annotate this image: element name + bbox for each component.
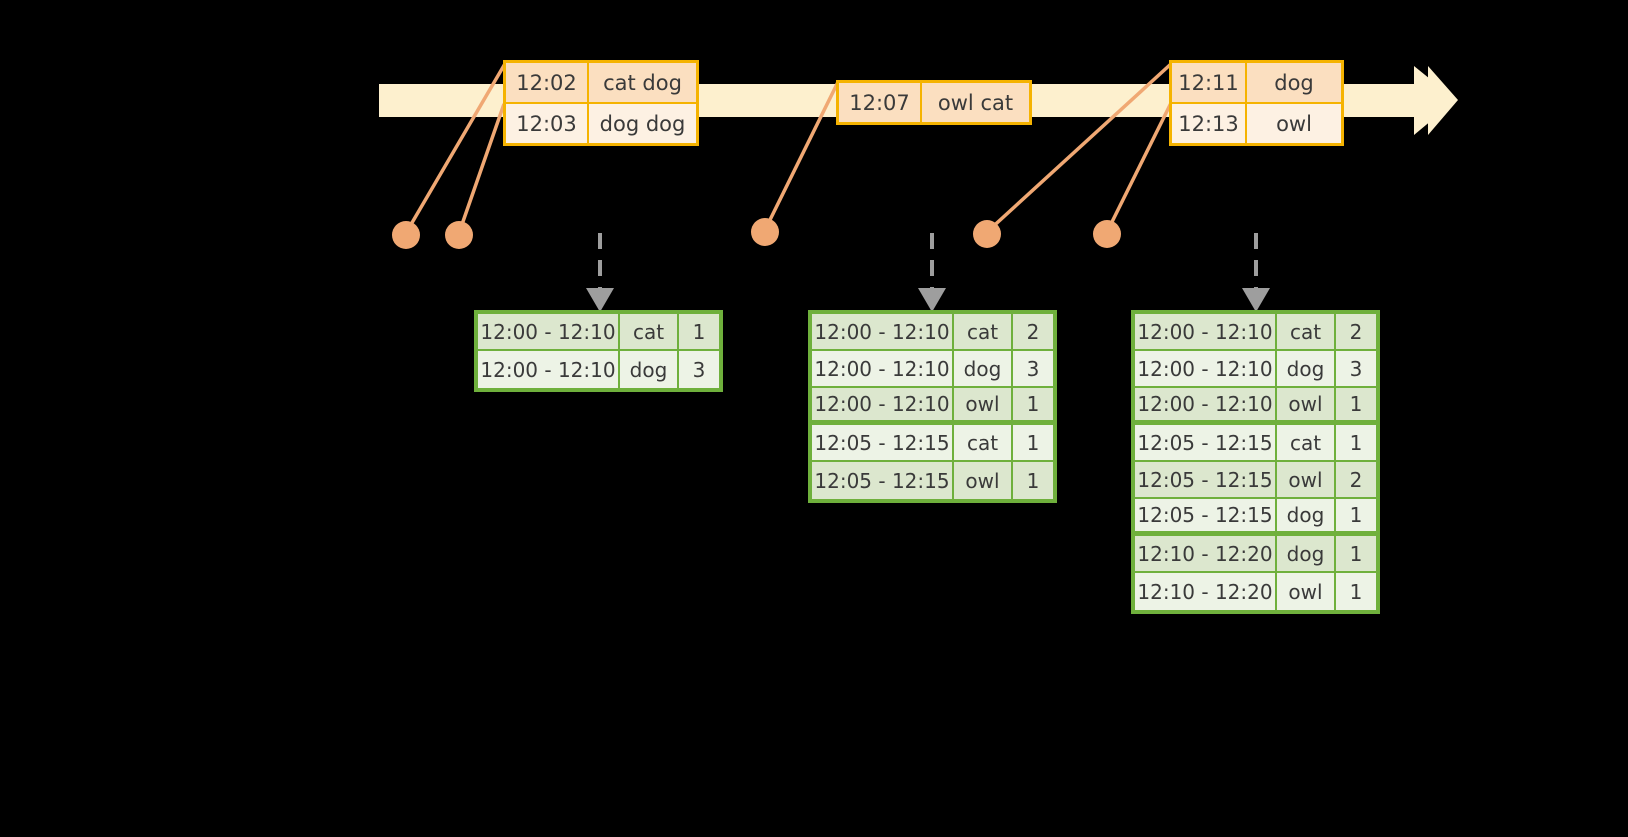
result-count-cell: 3: [1349, 356, 1363, 381]
result-word-cell: owl: [954, 388, 1013, 420]
result-count-cell: 3: [692, 357, 706, 382]
result-count-cell: 2: [1026, 319, 1040, 344]
result-window-cell: 12:05 - 12:15: [1135, 499, 1277, 531]
result-word-cell: dog: [954, 351, 1013, 386]
result-count-cell: 1: [1349, 579, 1363, 604]
result-word-cell: cat: [1277, 314, 1336, 349]
result-count-cell: 1: [1349, 541, 1363, 566]
result-window-cell: 12:10 - 12:20: [1135, 536, 1277, 571]
result-window-cell: 12:00 - 12:10: [1135, 351, 1277, 386]
result-word-cell: owl: [1277, 462, 1336, 497]
result-count-cell: 2: [1349, 319, 1363, 344]
event-words: dog dog: [599, 111, 686, 136]
result-window-cell: 12:10 - 12:20: [1135, 573, 1277, 610]
event-words: owl: [1276, 111, 1312, 136]
connector-line-1: [404, 61, 508, 234]
result-window-cell: 12:00 - 12:10: [1135, 388, 1277, 420]
result-window-cell: 12:00 - 12:10: [812, 314, 954, 349]
result-word-cell: dog: [1277, 499, 1336, 531]
result-arrowhead-2: [918, 288, 946, 312]
event-row[interactable]: 12:03 dog dog: [506, 102, 696, 143]
result-window-cell: 12:05 - 12:15: [1135, 462, 1277, 497]
result-window-cell: 12:00 - 12:10: [812, 351, 954, 386]
result-count-cell: 1: [1026, 430, 1040, 455]
event-words: cat dog: [603, 70, 682, 95]
result-arrowheads: [586, 288, 1270, 312]
result-count-cell: 1: [1349, 392, 1363, 416]
result-count-cell: 2: [1349, 467, 1363, 492]
event-dot-3: [751, 218, 779, 246]
result-arrowhead-1: [586, 288, 614, 312]
event-time: 12:11: [1172, 63, 1247, 102]
event-dot-1: [392, 221, 420, 249]
event-group-2[interactable]: 12:07 owl cat: [836, 80, 1032, 125]
event-group-1[interactable]: 12:02 cat dog 12:03 dog dog: [503, 60, 699, 146]
result-word-cell: owl: [1277, 388, 1336, 420]
result-count-cell: 1: [692, 319, 706, 344]
result-count-cell: 1: [1349, 503, 1363, 527]
event-dot-2: [445, 221, 473, 249]
event-time: 12:13: [1172, 104, 1247, 143]
result-word-cell: cat: [954, 425, 1013, 460]
event-time: 12:03: [506, 104, 589, 143]
result-window-cell: 12:05 - 12:15: [812, 425, 954, 460]
event-time: 12:02: [506, 63, 589, 102]
result-arrows: [598, 233, 1258, 288]
event-row[interactable]: 12:07 owl cat: [839, 83, 1029, 122]
result-count-cell: 1: [1026, 468, 1040, 493]
result-window-cell: 12:00 - 12:10: [812, 388, 954, 420]
result-word-cell: cat: [620, 314, 679, 349]
result-window-cell: 12:00 - 12:10: [1135, 314, 1277, 349]
result-count-cell: 1: [1349, 430, 1363, 455]
result-word-cell: dog: [1277, 351, 1336, 386]
connector-line-2: [457, 103, 506, 234]
result-word-cell: cat: [1277, 425, 1336, 460]
event-dot-5: [1093, 220, 1121, 248]
result-word-cell: cat: [954, 314, 1013, 349]
result-word-cell: owl: [954, 462, 1013, 499]
connector-line-3: [763, 81, 840, 231]
result-word-cell: dog: [1277, 536, 1336, 571]
result-count-cell: 1: [1026, 392, 1040, 416]
event-words: dog: [1274, 70, 1314, 95]
result-count-cell: 3: [1026, 356, 1040, 381]
event-dot-4: [973, 220, 1001, 248]
result-window-cell: 12:05 - 12:15: [1135, 425, 1277, 460]
result-window-cell: 12:00 - 12:10: [478, 314, 620, 349]
result-arrowhead-3: [1242, 288, 1270, 312]
result-word-cell: owl: [1277, 573, 1336, 610]
event-row[interactable]: 12:13 owl: [1172, 102, 1341, 143]
event-group-3[interactable]: 12:11 dog 12:13 owl: [1169, 60, 1344, 146]
event-words: owl cat: [937, 90, 1014, 115]
event-row[interactable]: 12:02 cat dog: [506, 63, 696, 102]
result-window-cell: 12:00 - 12:10: [478, 351, 620, 388]
result-word-cell: dog: [620, 351, 679, 388]
event-row[interactable]: 12:11 dog: [1172, 63, 1341, 102]
connector-line-5: [1105, 102, 1173, 233]
event-time: 12:07: [839, 83, 922, 122]
event-dots: [392, 218, 1121, 249]
result-window-cell: 12:05 - 12:15: [812, 462, 954, 499]
